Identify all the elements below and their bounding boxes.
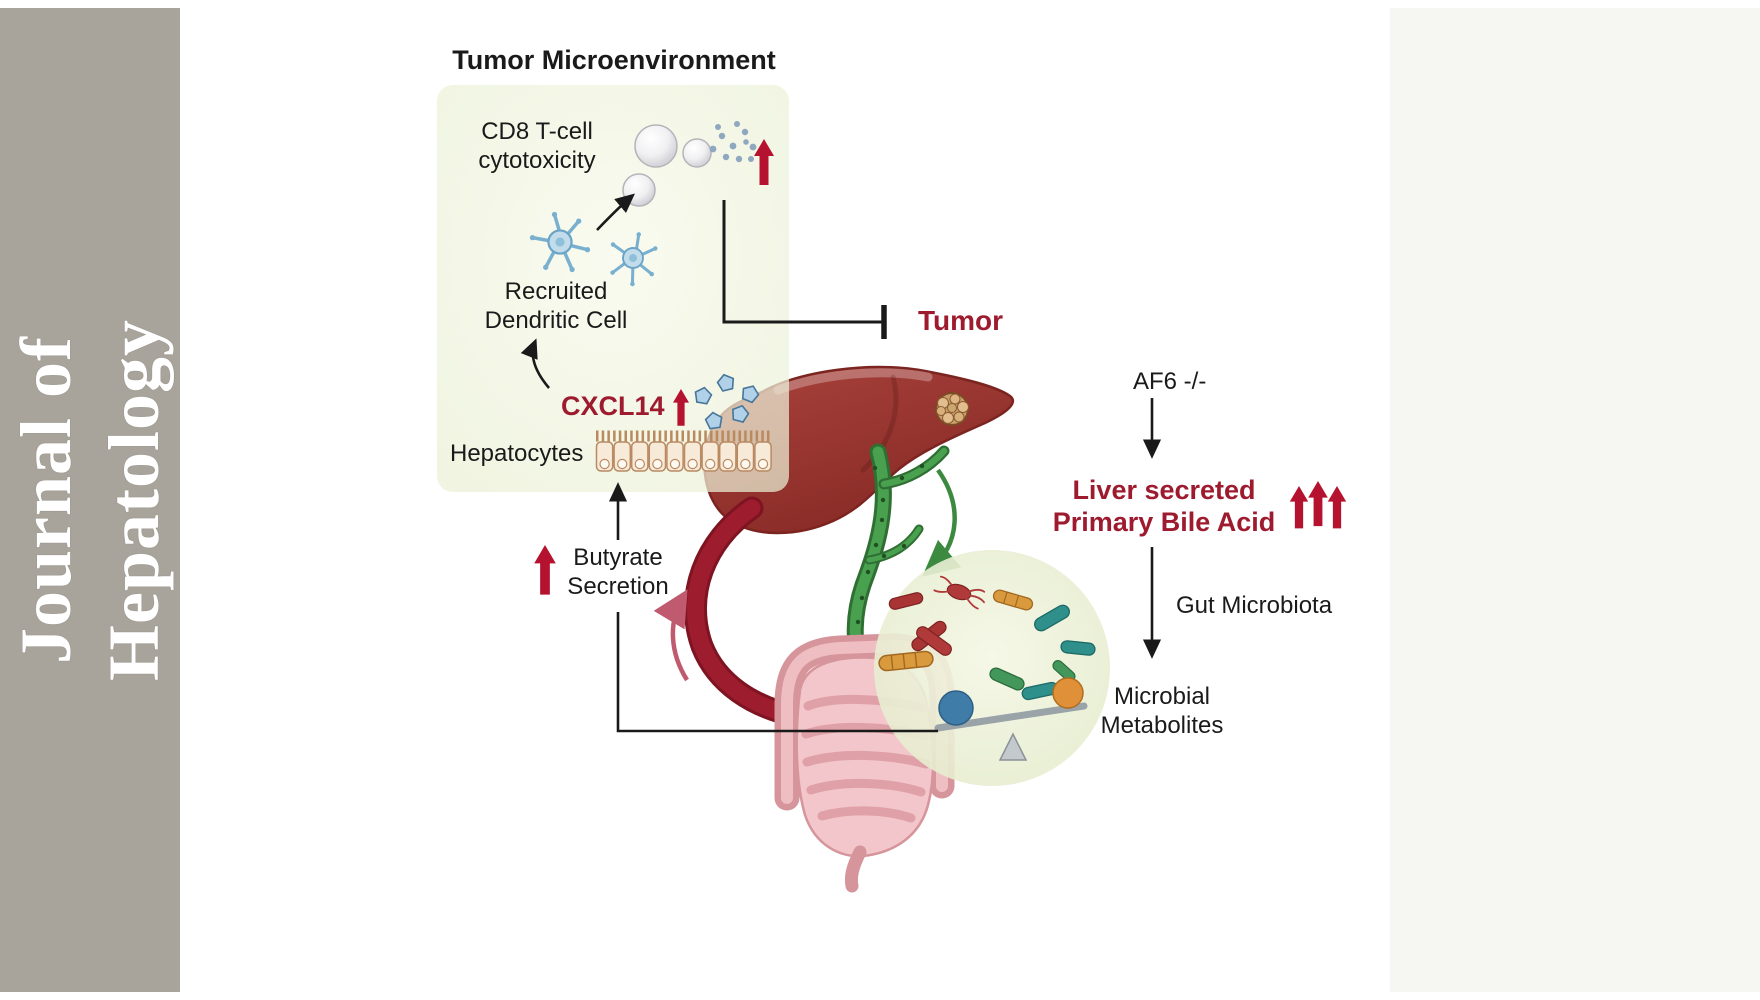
gut-microbiota-illustration <box>874 550 1110 786</box>
gut-microbiota-label: Gut Microbiota <box>1176 592 1333 619</box>
portal-flow-arrow <box>922 468 962 577</box>
journal-title-line1: Journal of <box>6 335 87 665</box>
cd8-tcell-icon <box>622 124 712 207</box>
bile-acid-label-line2: Primary Bile Acid <box>1052 507 1276 537</box>
hepatocytes-illustration <box>595 430 772 472</box>
microbial-metabolites-label: Microbial Metabolites <box>1101 682 1224 740</box>
teal-bacteria-icon <box>989 604 1096 701</box>
butyrate-label-line2: Secretion <box>567 573 669 600</box>
tumor-nodule-illustration <box>935 392 969 426</box>
butyrate-label-line1: Butyrate <box>573 544 663 571</box>
cd8-label: CD8 T-cell cytotoxicity <box>478 117 595 175</box>
bile-acid-label: Liver secreted Primary Bile Acid <box>1053 474 1276 538</box>
blue-metabolite-ball <box>938 690 974 726</box>
journal-sidebar: Journal of Hepatology <box>0 8 180 992</box>
journal-title: Journal of Hepatology <box>2 319 178 681</box>
cxcl14-label: CXCL14 <box>561 391 665 421</box>
dendritic-cell-label: Recruited Dendritic Cell <box>485 277 628 335</box>
af6-label: AF6 -/- <box>1133 368 1207 395</box>
cytotoxic-granules-icon <box>709 121 757 163</box>
butyrate-flow-arrow <box>653 589 689 682</box>
tme-title: Tumor Microenvironment <box>452 45 776 75</box>
orange-bacteria-icon <box>878 589 1034 672</box>
microbial-metabolites-line2: Metabolites <box>1100 712 1224 739</box>
cd8-label-line1: CD8 T-cell <box>481 118 593 145</box>
hepatic-vessel-illustration <box>684 496 808 728</box>
orange-metabolite-ball <box>1052 677 1084 709</box>
tumor-inhibition-connector <box>722 200 887 339</box>
dendritic-cell-label-line1: Recruited <box>504 278 608 305</box>
cxcl14-to-dc-arrow <box>520 338 550 389</box>
balance-scale-icon <box>934 677 1088 761</box>
red-bacteria-icon <box>888 575 986 656</box>
tumor-label: Tumor <box>918 305 1004 336</box>
dendritic-cell-label-line2: Dendritic Cell <box>484 307 628 334</box>
microbial-metabolites-line1: Microbial <box>1113 683 1211 710</box>
bile-acid-label-line1: Liver secreted <box>1072 475 1256 505</box>
microbiota-to-butyrate-connector <box>616 612 938 733</box>
butyrate-label: Butyrate Secretion <box>567 543 668 601</box>
cd8-label-line2: cytotoxicity <box>478 147 596 174</box>
page-margin-right <box>1390 8 1760 992</box>
hepatocytes-label: Hepatocytes <box>450 440 584 467</box>
journal-title-line2: Hepatology <box>94 319 175 681</box>
dc-to-cd8-arrow <box>596 193 635 231</box>
